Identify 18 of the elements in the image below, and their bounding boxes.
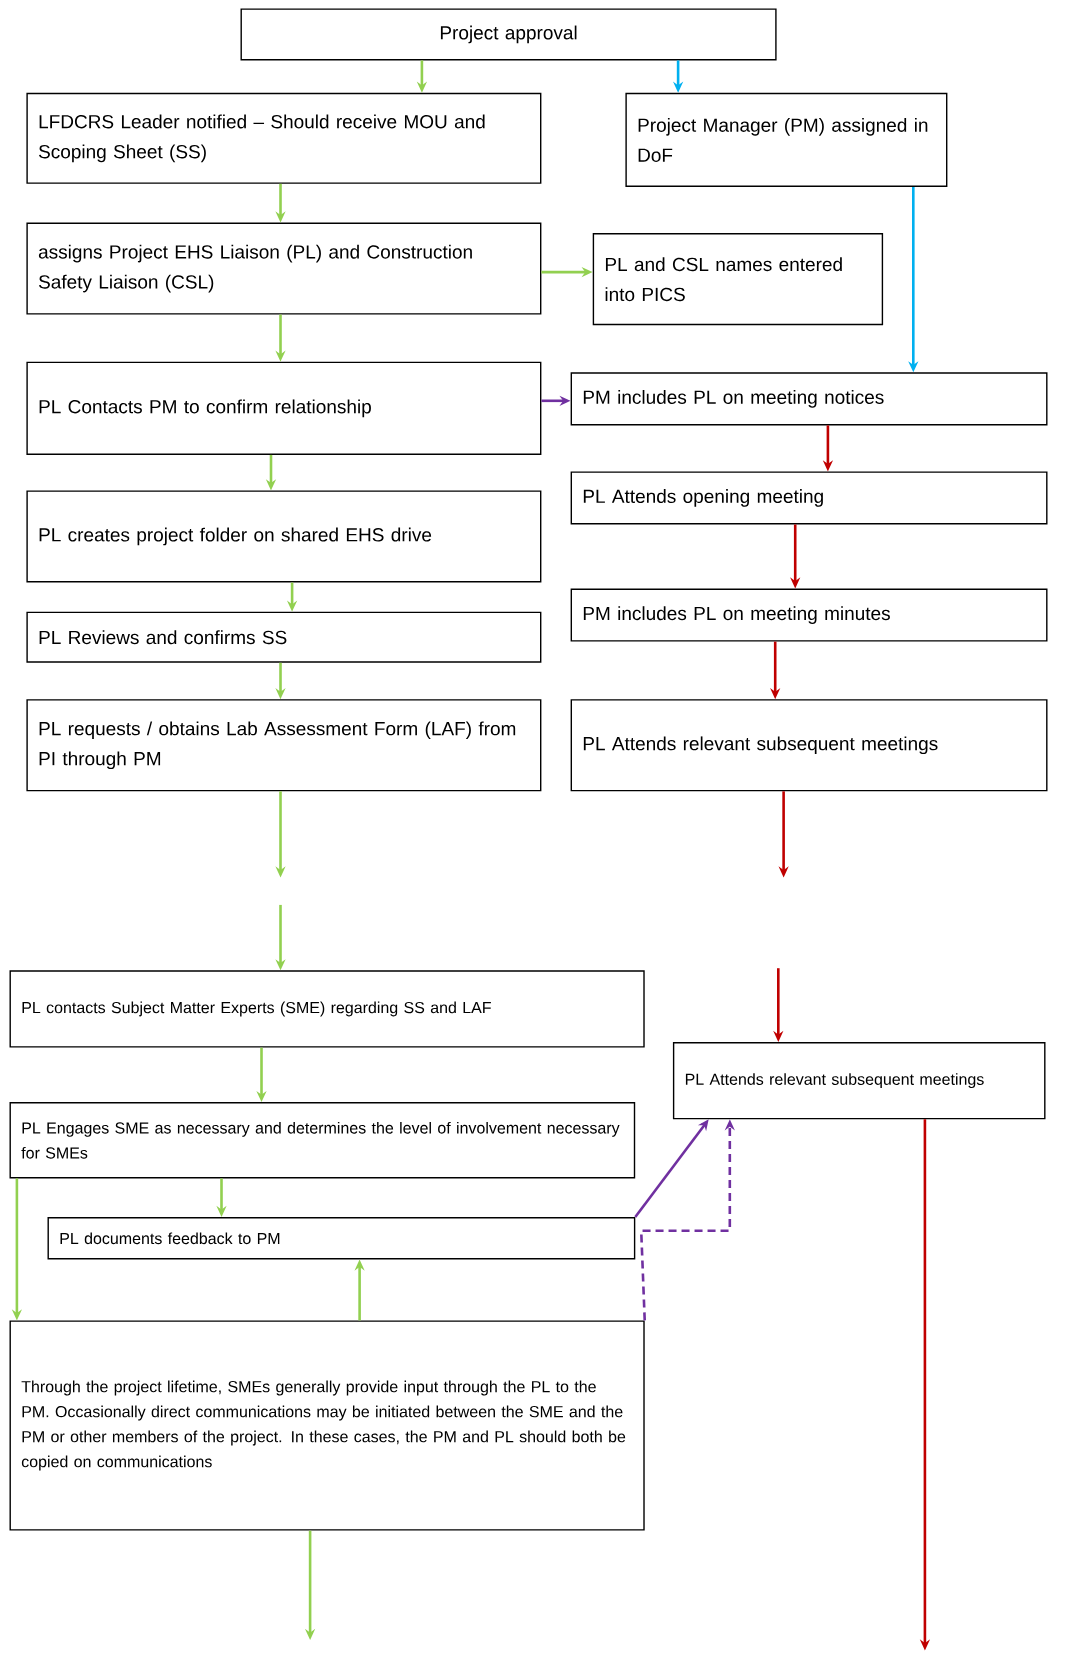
process-box: Through the project lifetime, SMEs generally provide input through the PL to the PM. Occasionally direct communications may be initiated between the SME and the PM or other members of the project. In these cases, the PM and PL should both be copied on communications	[9, 1320, 645, 1531]
process-box: PM includes PL on meeting notices	[570, 372, 1048, 426]
process-box: PL requests / obtains Lab Assessment Form (LAF) from PI through PM	[26, 699, 542, 792]
process-box: PL creates project folder on shared EHS drive	[26, 490, 542, 583]
process-box: PL and CSL names entered into PICS	[592, 233, 884, 326]
process-box: PL Attends opening meeting	[570, 471, 1048, 525]
process-box: LFDCRS Leader notified – Should receive MOU and Scoping Sheet (SS)	[26, 92, 542, 184]
process-box: PL Attends relevant subsequent meetings	[672, 1042, 1046, 1120]
process-box: Project approval	[240, 8, 777, 61]
process-box: PL Reviews and confirms SS	[26, 611, 542, 663]
process-box: PL documents feedback to PM	[47, 1217, 636, 1260]
process-box: Project Manager (PM) assigned in DoF	[625, 92, 948, 187]
process-box: PL Attends relevant subsequent meetings	[570, 699, 1048, 792]
process-box: PL Engages SME as necessary and determines the level of involvement necessary for SMEs	[9, 1102, 636, 1179]
process-box: PM includes PL on meeting minutes	[570, 588, 1048, 642]
process-box: PL Contacts PM to confirm relationship	[26, 361, 542, 455]
process-box: assigns Project EHS Liaison (PL) and Construction Safety Liaison (CSL)	[26, 222, 542, 315]
process-box: PL contacts Subject Matter Experts (SME) regarding SS and LAF	[9, 970, 645, 1048]
